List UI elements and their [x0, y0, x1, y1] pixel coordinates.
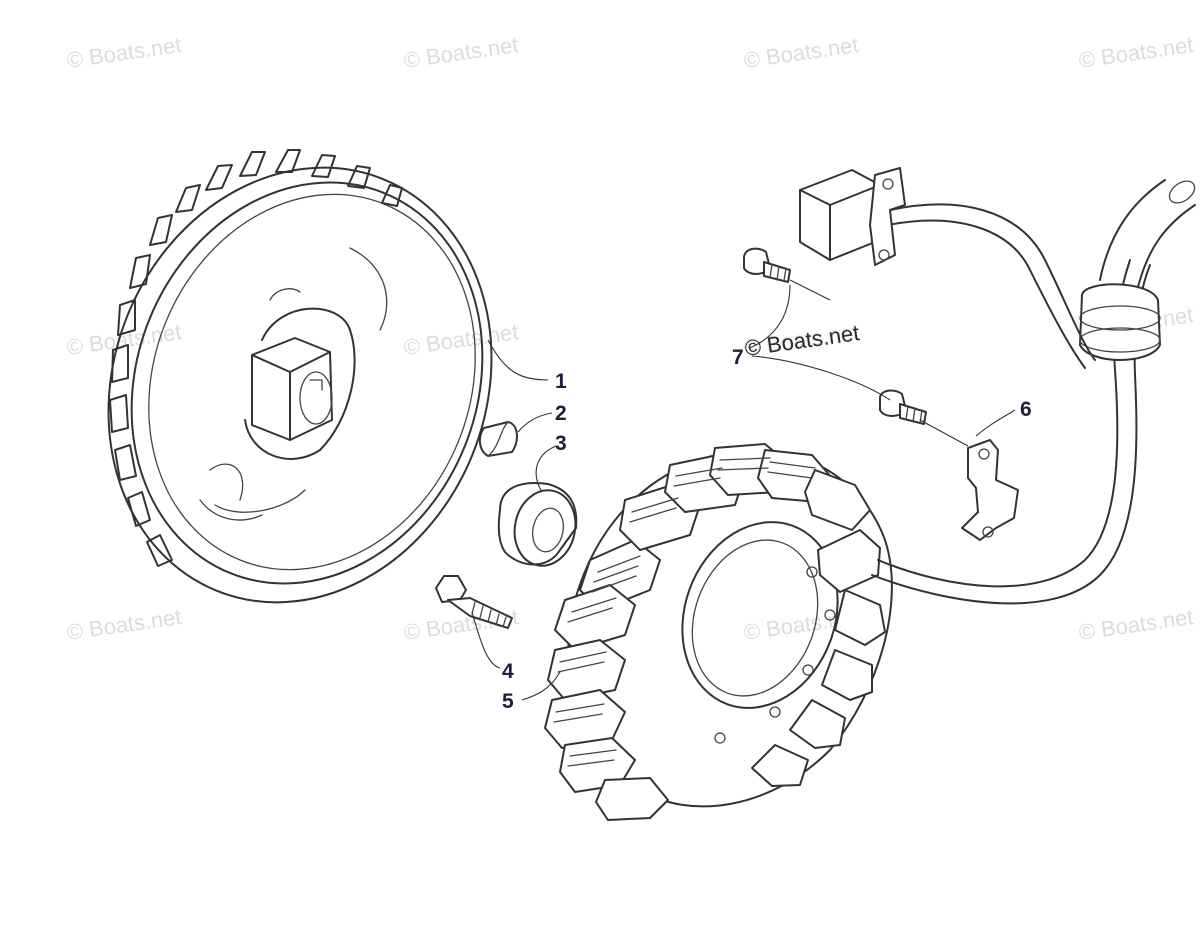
watermark: © Boats.net — [1077, 604, 1195, 645]
watermark: © Boats.net — [402, 32, 520, 73]
callouts: 1 2 3 4 5 6 7 — [502, 346, 1032, 713]
flange-bolt — [435, 575, 513, 629]
flywheel-fan-teeth — [109, 149, 403, 567]
screw-lower — [879, 389, 927, 425]
watermark: © Boats.net — [1077, 32, 1195, 73]
watermark: © Boats.net — [65, 32, 183, 73]
stator-poles — [544, 443, 886, 821]
callout-4: 4 — [502, 660, 514, 683]
flywheel-hub — [199, 247, 388, 521]
wire-harness — [871, 179, 1196, 605]
callout-6: 6 — [1020, 398, 1032, 421]
flywheel — [107, 149, 493, 604]
leader-lines — [471, 279, 1016, 701]
connector — [799, 167, 906, 266]
wire-clamp — [961, 439, 1019, 541]
callout-1: 1 — [555, 370, 567, 393]
callout-2: 2 — [555, 402, 567, 425]
stator-windings — [553, 457, 816, 767]
watermark: © Boats.net — [402, 319, 520, 360]
stator-holes — [714, 566, 836, 744]
watermark: © Boats.net — [742, 32, 860, 73]
stator — [544, 443, 893, 821]
callout-7: 7 — [732, 346, 744, 369]
callout-3: 3 — [555, 432, 567, 455]
spacer-bushing — [497, 482, 578, 567]
callout-5: 5 — [502, 690, 514, 713]
woodruff-key — [478, 421, 518, 457]
screw-upper — [743, 247, 791, 283]
watermark: © Boats.net — [65, 604, 183, 645]
